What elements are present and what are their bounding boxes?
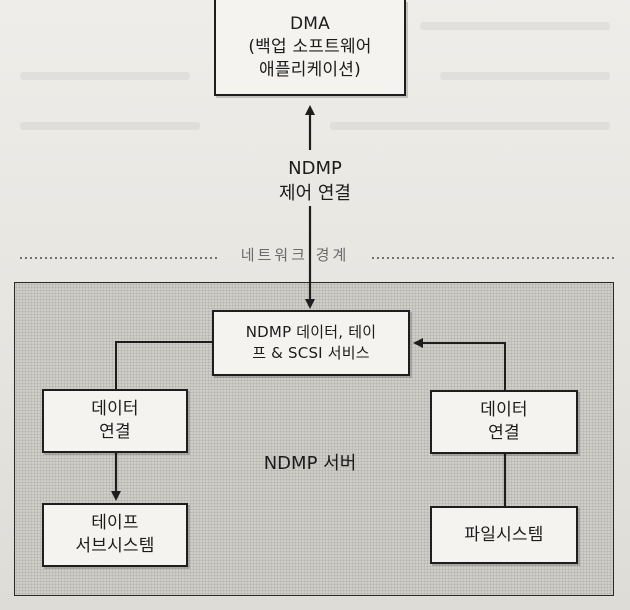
ghost-text-row: [20, 122, 200, 130]
tape-subsystem-label: 테이프 서브시스템: [75, 513, 155, 556]
ghost-text-row: [20, 72, 190, 80]
network-boundary-label: 네트워크 경계: [240, 246, 350, 264]
data-connection-right-label: 데이터 연결: [480, 400, 528, 443]
filesystem-box: 파일시스템: [430, 506, 578, 564]
filesystem-label: 파일시스템: [464, 524, 544, 545]
ghost-text-row: [440, 72, 610, 80]
data-connection-left-box: 데이터 연결: [42, 389, 188, 453]
data-connection-left-label: 데이터 연결: [91, 399, 139, 442]
ghost-text-row: [420, 22, 610, 30]
ndmp-control-connection-label: NDMP 제어 연결: [279, 158, 351, 204]
dma-title: DMA: [289, 13, 330, 34]
ndmp-services-label: NDMP 데이터, 테이 프 & SCSI 서비스: [245, 323, 377, 362]
tape-subsystem-box: 테이프 서브시스템: [42, 503, 188, 567]
ndmp-server-label: NDMP 서버: [263, 453, 357, 474]
ghost-text-row: [330, 122, 610, 130]
data-connection-right-box: 데이터 연결: [430, 390, 578, 454]
right-data-connection-to-services-line: [413, 338, 506, 390]
dma-box: DMA (백업 소프트웨어 애플리케이션): [214, 0, 406, 96]
ndmp-services-box: NDMP 데이터, 테이 프 & SCSI 서비스: [212, 310, 410, 376]
dma-subtitle: (백업 소프트웨어 애플리케이션): [248, 36, 372, 80]
services-to-left-data-connection-line: [115, 341, 212, 389]
